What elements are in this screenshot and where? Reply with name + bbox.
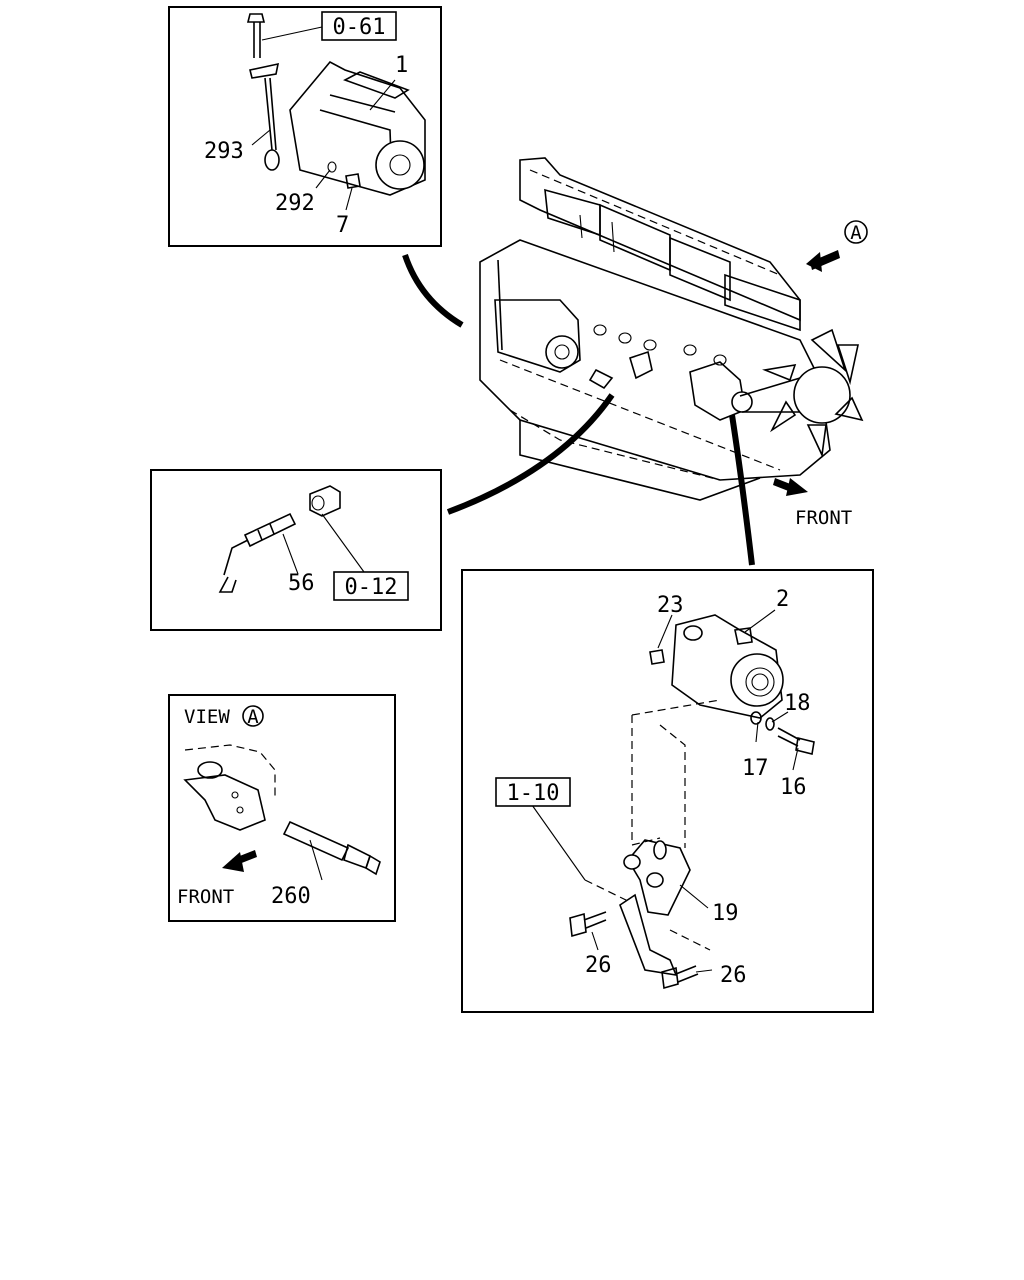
part-292-label: 292	[275, 191, 315, 216]
part-26a-label: 26	[585, 953, 612, 978]
part-1-label: 1	[395, 53, 408, 78]
connector-starter	[402, 254, 464, 328]
ref-box-0-61	[321, 11, 397, 41]
front-arrow-icon	[773, 478, 808, 496]
view-a-marker: A	[247, 706, 259, 728]
view-title: VIEW	[184, 706, 230, 728]
view-a-box	[168, 694, 396, 922]
ref-1-10-label: 1-10	[507, 781, 560, 806]
fan-icon	[762, 328, 864, 458]
sensor-detail-box	[150, 469, 442, 631]
part-56-label: 56	[288, 571, 315, 596]
part-17-label: 17	[742, 756, 769, 781]
view-marker-circle	[844, 220, 868, 244]
part-260-label: 260	[271, 884, 311, 909]
ref-box-1-10	[495, 777, 571, 807]
ref-0-61-label: 0-61	[333, 15, 386, 40]
view-a-arrow	[806, 250, 840, 272]
sensor-illustration	[218, 485, 341, 593]
engine-front-label: FRONT	[795, 507, 852, 529]
starter-illustration	[246, 13, 426, 196]
view-front-arrow-icon	[222, 850, 257, 872]
part-18-label: 18	[784, 691, 811, 716]
view-front-label: FRONT	[177, 886, 234, 908]
part-16-label: 16	[780, 775, 807, 800]
alternator-illustration	[569, 614, 815, 990]
engine-view-marker: A	[850, 222, 862, 244]
part-26b-label: 26	[720, 963, 747, 988]
part-293-label: 293	[204, 139, 244, 164]
ref-box-0-12	[333, 571, 409, 601]
engine-block-illustration	[479, 157, 864, 501]
starter-detail-box	[168, 6, 442, 247]
connector-sensor	[446, 393, 615, 515]
part-2-label: 2	[776, 587, 789, 612]
view-a-marker-circle	[242, 705, 264, 727]
part-19-label: 19	[712, 901, 739, 926]
part-7-label: 7	[336, 213, 349, 238]
view-a-illustration	[183, 744, 381, 876]
connector-alternator	[729, 414, 755, 566]
part-23-label: 23	[657, 593, 684, 618]
ref-0-12-label: 0-12	[345, 575, 398, 600]
